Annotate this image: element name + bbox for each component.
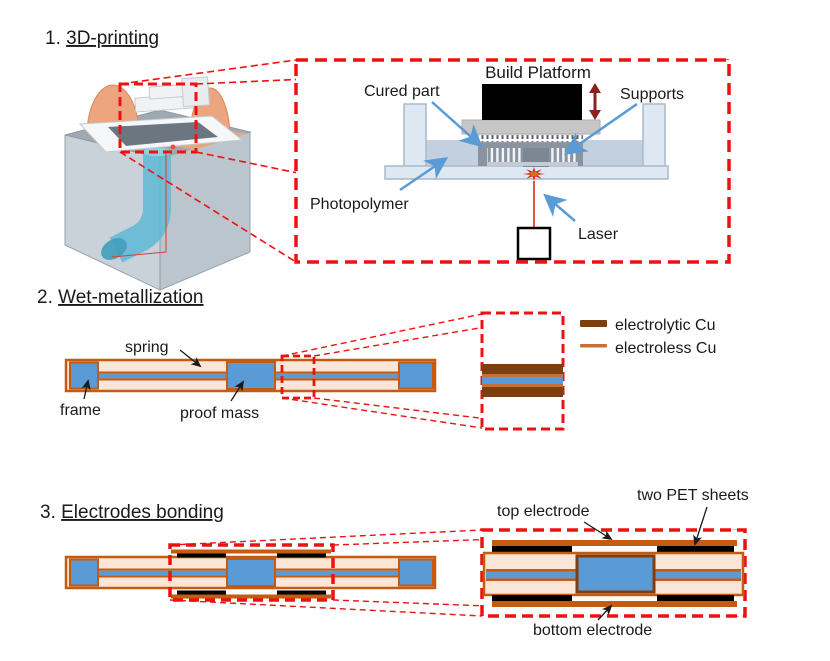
bottom-pet-sheet-left	[492, 595, 572, 601]
laser-source-box	[516, 226, 552, 261]
bottom-electrode-label: bottom electrode	[533, 622, 652, 639]
up-down-arrow-icon	[589, 83, 601, 120]
platform-assembly-3d	[134, 76, 210, 113]
bottom-electrode-arrow	[597, 604, 613, 621]
zoom-source-rect-2	[280, 354, 316, 400]
frame-window	[108, 122, 218, 146]
laser-arrow	[543, 193, 576, 222]
proof-mass-label: proof mass	[180, 405, 259, 422]
electroless-cu-swatch	[580, 344, 607, 348]
supports-arrow	[563, 102, 638, 155]
top-pet-sheet-left	[492, 546, 572, 552]
spring-layer-3	[98, 568, 399, 578]
electrolytic-cu-swatch	[580, 320, 607, 327]
raft-layer	[476, 134, 584, 143]
photopolymer-arrow	[399, 157, 449, 192]
tube-end-cap	[101, 238, 127, 260]
top-electrode-arrow	[583, 521, 613, 541]
pet-sheets-label: two PET sheets	[637, 487, 749, 504]
platform-step-3	[181, 76, 210, 108]
proof-mass-block	[226, 361, 276, 390]
frame-arrow	[81, 379, 91, 400]
electrolytic-cu-bottom	[482, 387, 563, 397]
cu-legend: electrolytic Cu electroless Cu	[580, 317, 716, 357]
supports-label: Supports	[620, 86, 684, 103]
frame-block-right-3	[398, 558, 434, 587]
bottom-pet-sheet-right	[657, 595, 734, 601]
printer-3d-illustration	[64, 76, 252, 291]
supports-right	[548, 148, 578, 164]
spring-label: spring	[125, 339, 169, 356]
electroless-cu-label: electroless Cu	[615, 340, 716, 357]
metallization-stack	[482, 364, 563, 397]
electroless-cu-bottom	[482, 384, 563, 387]
bottom-electrode-sheet	[171, 594, 331, 599]
laser-spot	[170, 144, 176, 150]
polymer-core	[482, 377, 563, 384]
electrolytic-cu-label: electrolytic Cu	[615, 317, 715, 334]
proof-mass-block-3	[226, 558, 276, 587]
cured-part-base	[487, 162, 578, 166]
top-pet-left	[177, 553, 226, 558]
zoom-source-rect-3	[168, 543, 335, 602]
platform-plate	[461, 119, 601, 135]
proof-mass-arrow	[230, 380, 245, 402]
cured-part-arrow	[431, 101, 483, 148]
laser-trace-line	[111, 150, 167, 258]
bonded-device-crosssection	[64, 549, 437, 599]
cured-part-label: Cured part	[364, 83, 440, 100]
metallized-device-crosssection: spring frame proof mass	[60, 339, 437, 422]
step2-title: 2. Wet-metallization	[37, 287, 204, 308]
bonding-label-arrows	[583, 506, 708, 621]
step1-title: 1. 3D-printing	[45, 28, 159, 49]
frame-block-right	[398, 361, 434, 390]
supports-left	[487, 148, 524, 164]
top-pet-sheet-right	[657, 546, 734, 552]
top-pet-right	[277, 553, 326, 558]
top-electrode-cu	[492, 540, 737, 546]
spring-arrow	[179, 349, 202, 368]
pet-sheets-arrow	[693, 506, 708, 546]
bottom-pet-left	[177, 590, 226, 595]
photopolymer-label: Photopolymer	[310, 196, 409, 213]
frame-block-left-3	[69, 558, 99, 587]
bottom-pet-right	[277, 590, 326, 595]
build-platform-label: Build Platform	[485, 63, 591, 82]
electroless-cu-top	[482, 374, 563, 377]
laser-burst-core	[530, 171, 538, 177]
build-platform-block	[482, 84, 582, 120]
channel-tube	[109, 152, 171, 263]
top-electrode-sheet	[171, 549, 331, 554]
electrode-sheets	[171, 549, 331, 599]
printer-schematic: Build Platform Cured part Supports Photo…	[310, 63, 684, 261]
laser-label: Laser	[578, 226, 619, 243]
frame-block-left	[69, 361, 99, 390]
zoom-connectors-2	[281, 313, 563, 429]
top-electrode-label: top electrode	[497, 503, 590, 520]
zoom-source-rect-1	[118, 82, 198, 154]
spring-layer	[98, 371, 399, 381]
bottom-electrode-cu	[492, 601, 737, 607]
step3-title: 3. Electrodes bonding	[40, 502, 224, 523]
spring-layer-magnified	[486, 569, 741, 581]
proof-mass-magnified	[575, 554, 656, 594]
bonded-stack-magnified	[482, 540, 745, 607]
electrolytic-cu-top	[482, 364, 563, 374]
vat-post-right	[642, 103, 666, 169]
vat-right-face	[159, 131, 251, 291]
device-label-arrows	[81, 349, 245, 402]
vat-post-left	[403, 103, 427, 169]
callout-arrows	[399, 101, 638, 222]
frame-label: frame	[60, 402, 101, 419]
